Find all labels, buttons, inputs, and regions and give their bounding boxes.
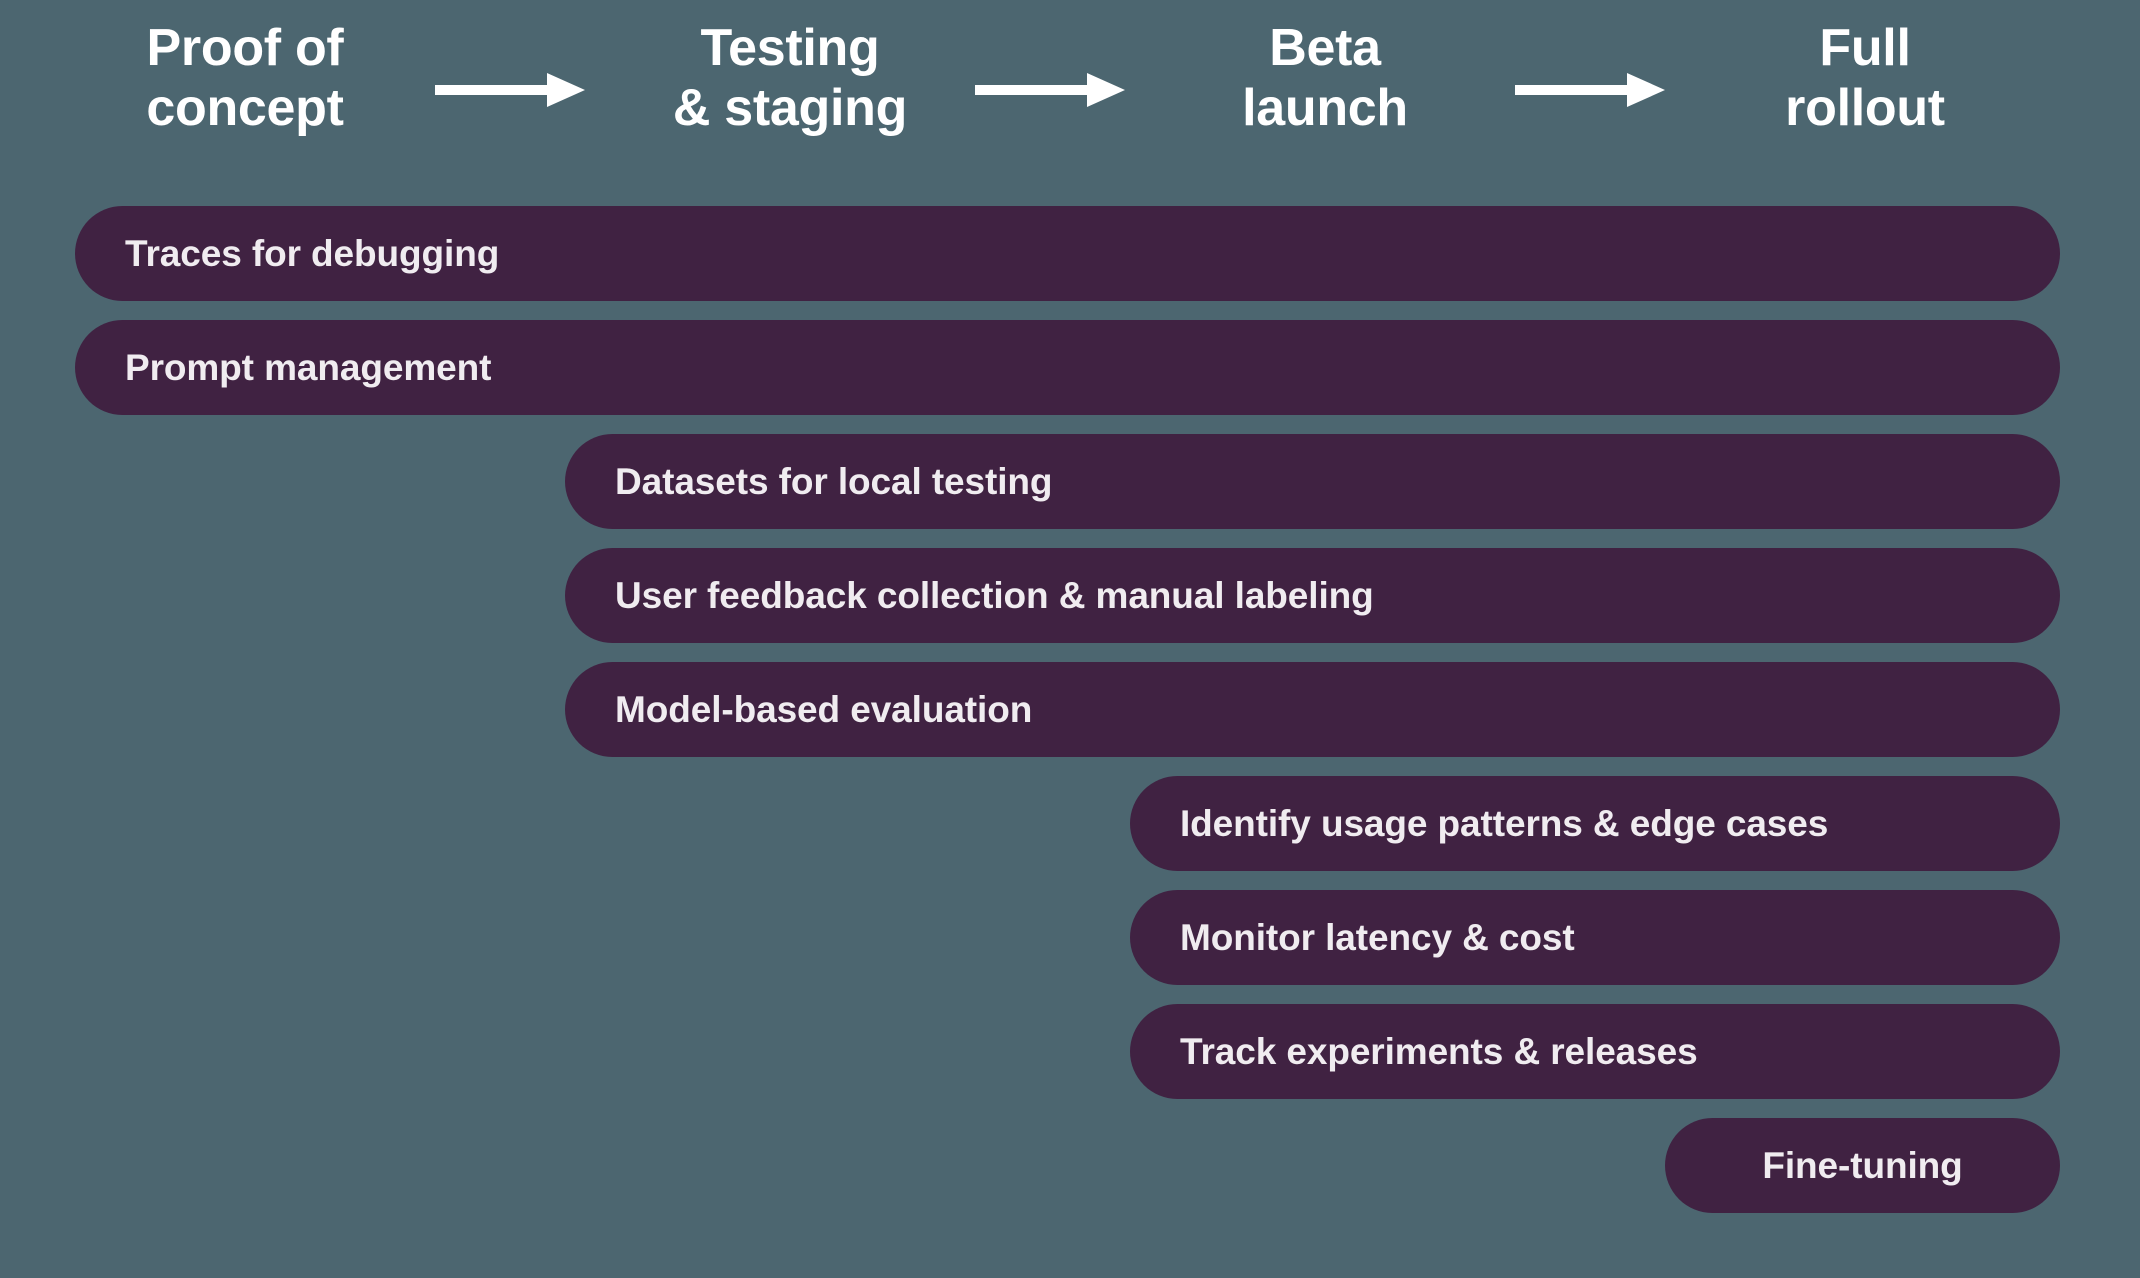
phase-label-line1: Proof of <box>146 19 344 77</box>
phase-label-testing-and-staging: Testing & staging <box>625 18 955 139</box>
phase-header-row: Proof of concept Testing & staging Beta … <box>0 0 2140 180</box>
capability-bar: Datasets for local testing <box>565 434 2060 529</box>
arrow-right-icon <box>1515 70 1665 110</box>
phase-label-line2: rollout <box>1785 79 1945 138</box>
capability-bar: Track experiments & releases <box>1130 1004 2060 1099</box>
phase-label-line1: Full <box>1819 19 1911 77</box>
phase-label-beta-launch: Beta launch <box>1160 18 1490 139</box>
capability-bar-label: Traces for debugging <box>125 232 500 274</box>
phase-label-line2: & staging <box>672 79 908 138</box>
phase-label-line1: Beta <box>1269 19 1381 77</box>
arrow-right-icon <box>435 70 585 110</box>
capability-bar-label: Track experiments & releases <box>1180 1030 1698 1072</box>
capability-bar-label: Fine-tuning <box>1762 1144 1963 1186</box>
capability-bar-label: Model-based evaluation <box>615 688 1033 730</box>
capability-bar: Model-based evaluation <box>565 662 2060 757</box>
phase-label-proof-of-concept: Proof of concept <box>80 18 410 139</box>
phase-label-line2: launch <box>1242 79 1408 138</box>
capability-bar-label: Identify usage patterns & edge cases <box>1180 802 1829 844</box>
phase-label-line1: Testing <box>700 19 880 77</box>
capability-bar: Traces for debugging <box>75 206 2060 301</box>
phase-label-line2: concept <box>146 79 344 138</box>
capability-bar: Prompt management <box>75 320 2060 415</box>
capability-bar-label: Monitor latency & cost <box>1180 916 1575 958</box>
capability-bar-label: Datasets for local testing <box>615 460 1053 502</box>
capability-bar: Identify usage patterns & edge cases <box>1130 776 2060 871</box>
capability-bar: User feedback collection & manual labeli… <box>565 548 2060 643</box>
capability-bar-label: User feedback collection & manual labeli… <box>615 574 1374 616</box>
arrow-right-icon <box>975 70 1125 110</box>
capability-bar: Monitor latency & cost <box>1130 890 2060 985</box>
capability-bar: Fine-tuning <box>1665 1118 2060 1213</box>
phase-label-full-rollout: Full rollout <box>1700 18 2030 139</box>
capability-bar-label: Prompt management <box>125 346 492 388</box>
